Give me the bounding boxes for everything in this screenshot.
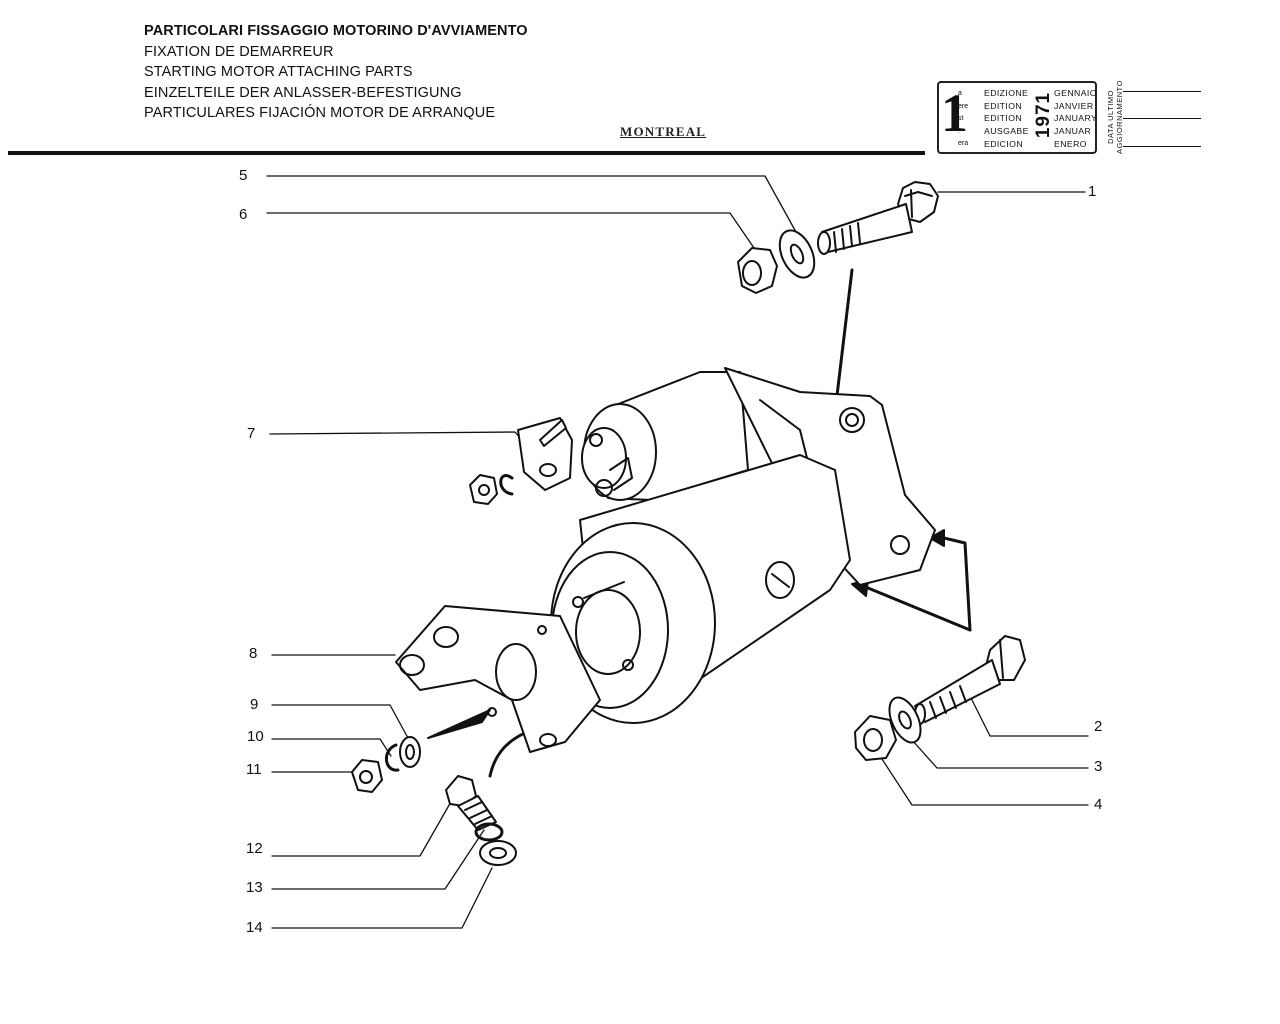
title-french: FIXATION DE DEMARREUR: [144, 43, 334, 60]
washer-5: [778, 229, 816, 279]
ordinal: a: [958, 90, 962, 97]
leader-line-4: [879, 755, 1089, 806]
title-block: PARTICOLARI FISSAGGIO MOTORINO D'AVVIAME…: [144, 21, 528, 124]
callout-1: 1: [1088, 183, 1097, 200]
callout-14: 14: [246, 919, 263, 936]
title-italian: PARTICOLARI FISSAGGIO MOTORINO D'AVVIAME…: [144, 23, 528, 39]
callout-7: 7: [247, 425, 256, 442]
arrow-bolt-1: [834, 268, 854, 406]
update-date-line: [1123, 146, 1201, 147]
bolt-1: [817, 181, 939, 255]
washer-9: [399, 736, 421, 768]
month: ENERO: [1054, 138, 1087, 149]
nut-6: [737, 247, 778, 294]
callout-11: 11: [246, 761, 262, 778]
bolt-2: [914, 635, 1026, 725]
washer-14: [479, 840, 517, 866]
ordinal: ere: [958, 102, 969, 110]
nut-4: [854, 715, 897, 761]
leader-line-7: [269, 431, 533, 453]
washer-3: [888, 696, 922, 744]
callout-6: 6: [239, 206, 248, 223]
screw-12: [445, 775, 497, 831]
header-rule: [8, 151, 925, 155]
edition-word: EDICION: [984, 138, 1024, 149]
leader-line-14: [271, 867, 493, 929]
callout-13: 13: [246, 879, 263, 896]
edition-word: EDITION: [984, 100, 1023, 111]
leader-line-2: [966, 689, 1089, 737]
title-spanish: PARTICULARES FIJACIÓN MOTOR DE ARRANQUE: [144, 105, 496, 122]
month: JANVIER: [1054, 100, 1094, 111]
split-washer-7: [499, 474, 514, 496]
split-washer-13: [474, 822, 504, 842]
month: JANUARY: [1054, 113, 1098, 124]
callout-3: 3: [1094, 758, 1103, 775]
leader-line-6: [266, 212, 755, 249]
starter-motor: [550, 367, 936, 724]
callout-4: 4: [1094, 796, 1103, 813]
arrowhead: [929, 529, 945, 547]
edition-word: AUSGABE: [984, 126, 1029, 137]
title-english: STARTING MOTOR ATTACHING PARTS: [144, 64, 413, 81]
edition-word: EDIZIONE: [984, 88, 1029, 98]
edition-ordinals: a ere st . era: [958, 88, 968, 151]
callout-12: 12: [246, 840, 263, 857]
arrow-bolt-2b: [866, 586, 972, 632]
leader-line-10: [271, 738, 392, 757]
mounting-bracket-8: [395, 605, 601, 753]
leader-line-5: [266, 175, 797, 233]
month: GENNAIO: [1054, 88, 1097, 98]
arrow-bracket: [427, 709, 491, 739]
callout-10: 10: [247, 728, 264, 745]
callout-9: 9: [250, 696, 259, 713]
callout-2: 2: [1094, 718, 1103, 735]
edition-months: GENNAIO JANVIER JANUARY JANUAR ENERO: [1054, 87, 1097, 151]
arrow-bolt-2: [942, 536, 972, 632]
edition-number: 1: [941, 83, 968, 143]
leader-line-12: [271, 799, 453, 857]
edition-words: EDIZIONE EDITION EDITION AUSGABE EDICION: [984, 87, 1029, 151]
month: JANUAR: [1054, 126, 1092, 137]
leader-line-9: [271, 704, 409, 739]
leader-line-13: [271, 829, 485, 890]
bracket-7: [517, 417, 573, 491]
nut-11: [351, 759, 383, 793]
update-date-line: [1123, 91, 1201, 92]
leader-line-3: [911, 739, 1089, 769]
ordinal: .: [958, 127, 960, 135]
update-date-line: [1123, 118, 1201, 119]
ordinal: st: [958, 115, 964, 123]
nut-7: [469, 474, 498, 505]
edition-word: EDITION: [984, 113, 1023, 124]
ordinal: era: [958, 140, 969, 148]
edition-box: [937, 81, 1097, 154]
montreal-logo: MONTREAL: [620, 124, 707, 139]
callout-5: 5: [239, 167, 248, 184]
title-german: EINZELTEILE DER ANLASSER-BEFESTIGUNG: [144, 84, 462, 101]
split-washer-10: [385, 743, 400, 772]
callout-8: 8: [249, 645, 258, 662]
